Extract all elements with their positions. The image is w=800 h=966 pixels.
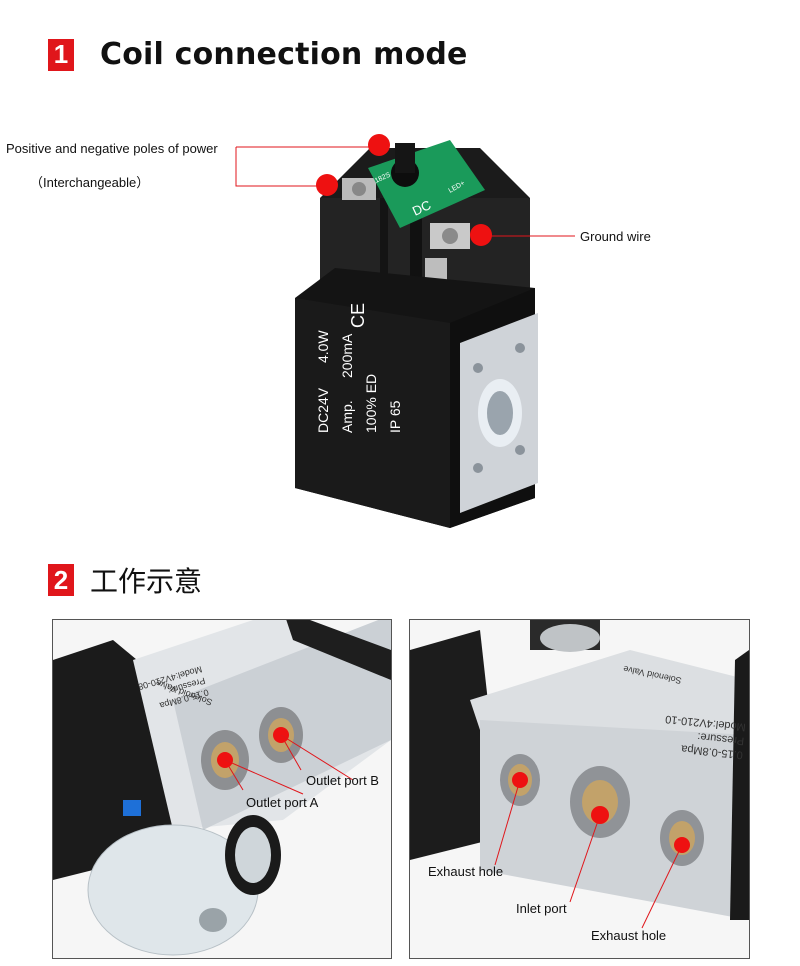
coil-ce-mark: CE: [348, 303, 368, 328]
valve-inlet-panel: Model:4V210-10 Pressure: 0.15-0.8Mpa Sol…: [409, 619, 750, 959]
valve-outlet-panel: Model:4V210-08 Pressure: 0.15-0.8Mpa Sol…: [52, 619, 392, 959]
section-1-heading: 1 Coil connection mode: [48, 37, 468, 72]
callout-interchangeable: （Interchangeable）: [30, 175, 150, 190]
coil-duty-label: 100% ED: [363, 374, 379, 433]
coil-ip-label: IP 65: [387, 400, 403, 433]
ground-wire-marker: [470, 224, 492, 246]
outlet-port-a-label: Outlet port A: [246, 795, 319, 810]
inlet-port-label: Inlet port: [516, 901, 567, 916]
negative-pole-marker: [316, 174, 338, 196]
exhaust-hole-label-2: Exhaust hole: [591, 928, 667, 943]
outlet-port-b-label: Outlet port B: [306, 773, 379, 788]
section-2-heading: 2 工作示意: [48, 560, 202, 600]
section-2-number: 2: [48, 564, 74, 596]
callout-power-poles: Positive and negative poles of power: [6, 141, 218, 156]
positive-pole-marker: [368, 134, 390, 156]
coil-current-label: 200mA: [339, 333, 355, 378]
exhaust-hole-label-1: Exhaust hole: [428, 864, 504, 879]
section-2-title: 工作示意: [90, 565, 203, 598]
coil-power-label: 4.0W: [315, 330, 331, 363]
board-dc-label: DC: [410, 197, 433, 219]
coil-amp-label: Amp.: [339, 400, 355, 433]
right-pressure-text: Pressure:: [697, 730, 745, 747]
section-1-number: 1: [48, 38, 74, 71]
section-1-title: Coil connection mode: [100, 37, 468, 72]
coil-voltage-label: DC24V: [315, 387, 331, 433]
callout-ground-wire: Ground wire: [580, 229, 651, 244]
coil-image: DC LED+ 182S DC24V 4.0W Amp. 200mA 100% …: [280, 128, 550, 528]
